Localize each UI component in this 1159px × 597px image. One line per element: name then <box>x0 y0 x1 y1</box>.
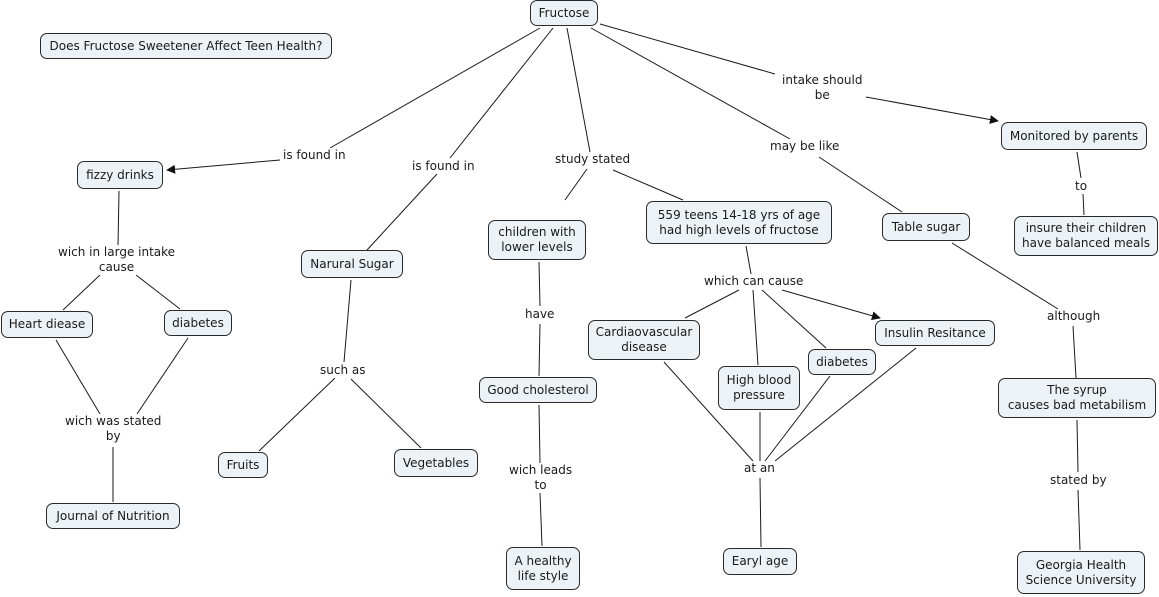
line-whichcause-diabetes <box>761 289 827 349</box>
link-label-such-as[interactable]: such as <box>318 363 368 378</box>
link-label-wich-was-stated-by[interactable]: wich was stated by <box>63 414 164 444</box>
node-high-blood-pressure[interactable]: High blood pressure <box>718 366 800 410</box>
line-fizzy-wichlarge <box>117 190 120 247</box>
line-natural-suchas <box>343 279 352 363</box>
node-diabetes-left[interactable]: diabetes <box>164 310 232 336</box>
node-children-lower-levels[interactable]: children with lower levels <box>488 220 586 260</box>
node-cardiovascular-disease[interactable]: Cardiaovascular disease <box>588 320 700 360</box>
node-early-age[interactable]: Earyl age <box>723 548 797 575</box>
node-georgia-health-science[interactable]: Georgia Health Science University <box>1017 551 1145 594</box>
node-natural-sugar[interactable]: Narural Sugar <box>301 250 403 278</box>
link-label-have[interactable]: have <box>523 307 557 322</box>
link-label-at-an[interactable]: at an <box>742 461 777 476</box>
line-cardio-atan <box>663 361 754 462</box>
line-fructose-intake <box>599 23 776 75</box>
node-vegetables[interactable]: Vegetables <box>394 449 478 477</box>
line-suchas-vegetables <box>350 378 422 449</box>
node-fruits[interactable]: Fruits <box>218 452 268 478</box>
line-have-good <box>538 323 541 377</box>
line-teens-whichcause <box>745 245 752 275</box>
line-heart-wichstated <box>55 339 101 415</box>
line-whichcause-insulin <box>781 289 881 321</box>
link-label-which-can-cause[interactable]: which can cause <box>702 274 806 289</box>
line-study-teens <box>612 169 684 201</box>
node-syrup-bad-metabolism[interactable]: The syrup causes bad metabilism <box>998 378 1156 418</box>
line-monitored-to <box>1076 151 1082 179</box>
node-fizzy-drinks[interactable]: fizzy drinks <box>77 161 163 189</box>
node-insure-balanced-meals[interactable]: insure their children have balanced meal… <box>1014 216 1158 256</box>
title-node[interactable]: Does Fructose Sweetener Affect Teen Heal… <box>40 33 332 59</box>
line-fructose-isfoundin1 <box>329 27 541 149</box>
link-label-to[interactable]: to <box>1073 179 1090 194</box>
line-study-children <box>564 168 588 201</box>
link-label-intake-should-be[interactable]: intake should be <box>780 73 865 103</box>
line-diabetes-wichstated <box>136 337 189 415</box>
node-healthy-life-style[interactable]: A healthy life style <box>506 547 580 590</box>
line-isfoundin2-natural <box>366 173 438 251</box>
line-fructose-study <box>566 27 591 153</box>
line-fructose-maybelike <box>590 27 791 140</box>
line-to-insure <box>1082 193 1085 216</box>
line-isfoundin1-fizzy <box>166 159 281 174</box>
line-wichleads-healthy <box>539 492 543 547</box>
line-diabetes-atan <box>764 375 831 462</box>
line-intake-monitored <box>865 96 999 124</box>
line-good-wichleads <box>538 404 541 464</box>
link-label-although[interactable]: although <box>1045 309 1103 324</box>
link-label-wich-leads-to[interactable]: wich leads to <box>507 463 575 493</box>
line-insulin-atan <box>774 347 917 462</box>
link-label-wich-in-large-intake-cause[interactable]: wich in large intake cause <box>56 245 178 275</box>
node-good-cholesterol[interactable]: Good cholesterol <box>479 377 597 403</box>
node-diabetes-mid[interactable]: diabetes <box>808 349 876 375</box>
line-tablesugar-although <box>951 242 1059 310</box>
link-label-stated-by[interactable]: stated by <box>1048 473 1109 488</box>
line-whichcause-highbp <box>752 289 759 366</box>
line-suchas-fruits <box>258 377 336 452</box>
node-journal-of-nutrition[interactable]: Journal of Nutrition <box>46 503 180 529</box>
line-although-syrup <box>1072 325 1077 379</box>
node-insulin-resistance[interactable]: Insulin Resitance <box>875 320 995 346</box>
line-wichlarge-diabetes <box>135 274 181 310</box>
line-maybelike-tablesugar <box>818 156 903 213</box>
link-label-study-stated[interactable]: study stated <box>553 152 633 167</box>
link-label-is-found-in-1[interactable]: is found in <box>281 148 348 163</box>
line-whichcause-cardio <box>684 289 740 319</box>
node-heart-disease[interactable]: Heart diease <box>1 311 93 338</box>
line-fructose-isfoundin2 <box>449 27 554 159</box>
line-atan-earlyage <box>759 477 762 548</box>
node-fructose[interactable]: Fructose <box>530 0 598 26</box>
node-monitored-by-parents[interactable]: Monitored by parents <box>1001 122 1147 150</box>
node-table-sugar[interactable]: Table sugar <box>882 213 970 241</box>
link-label-may-be-like[interactable]: may be like <box>768 139 842 154</box>
line-children-have <box>538 261 541 307</box>
node-559-teens[interactable]: 559 teens 14-18 yrs of age had high leve… <box>646 201 832 244</box>
line-wichlarge-heart <box>62 274 101 311</box>
link-label-is-found-in-2[interactable]: is found in <box>410 159 477 174</box>
line-statedby-georgia <box>1077 489 1081 551</box>
line-syrup-statedby <box>1076 419 1079 473</box>
